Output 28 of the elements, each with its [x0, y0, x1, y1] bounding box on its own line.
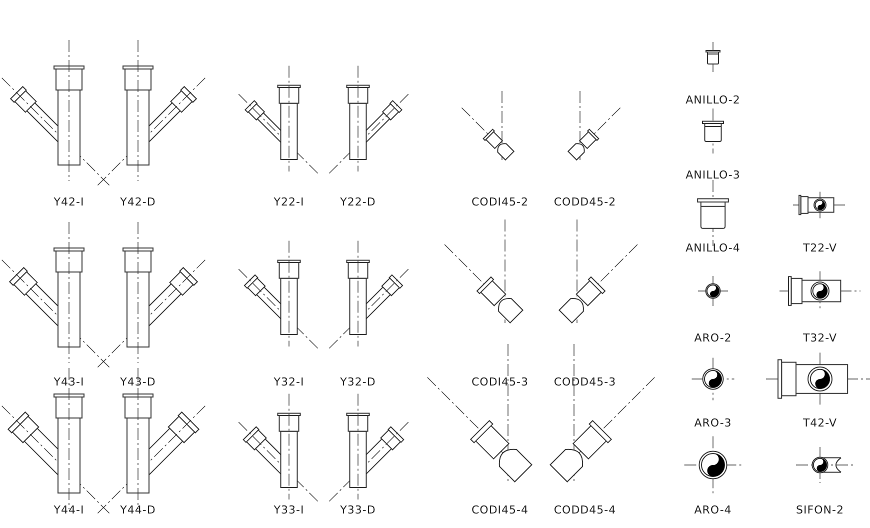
part-label: Y33-D: [340, 504, 376, 516]
part-label: CODI45-2: [471, 196, 529, 208]
part-label: Y42-I: [54, 196, 84, 208]
part-label: SIFON-2: [796, 504, 844, 516]
part-label: CODD45-3: [554, 376, 616, 388]
part-label: ARO-3: [694, 416, 732, 430]
part-label: Y22-I: [274, 196, 304, 208]
part-label: Y33-I: [274, 504, 304, 516]
part-label: Y32-D: [340, 376, 376, 388]
part-label: CODD45-2: [554, 196, 616, 208]
part-label: CODD45-4: [554, 504, 616, 516]
part-label: Y44-D: [120, 504, 156, 516]
part-label: Y42-D: [120, 196, 156, 208]
part-label: T22-V: [802, 242, 838, 254]
part-label: ANILLO-3: [686, 168, 740, 182]
part-label: ANILLO-4: [686, 242, 740, 254]
part-label: ARO-2: [694, 332, 732, 344]
part-label: ANILLO-2: [686, 94, 740, 106]
part-label: Y43-I: [54, 376, 84, 388]
part-label: Y22-D: [340, 196, 376, 208]
part-label: CODI45-4: [471, 504, 529, 516]
part-label: T32-V: [802, 332, 838, 344]
part-label: Y43-D: [120, 376, 156, 388]
part-label: Y32-I: [274, 376, 304, 388]
part-label: Y44-I: [54, 504, 84, 516]
part-label: T42-V: [802, 416, 838, 430]
part-label: CODI45-3: [471, 376, 529, 388]
part-label: ARO-4: [694, 504, 732, 516]
